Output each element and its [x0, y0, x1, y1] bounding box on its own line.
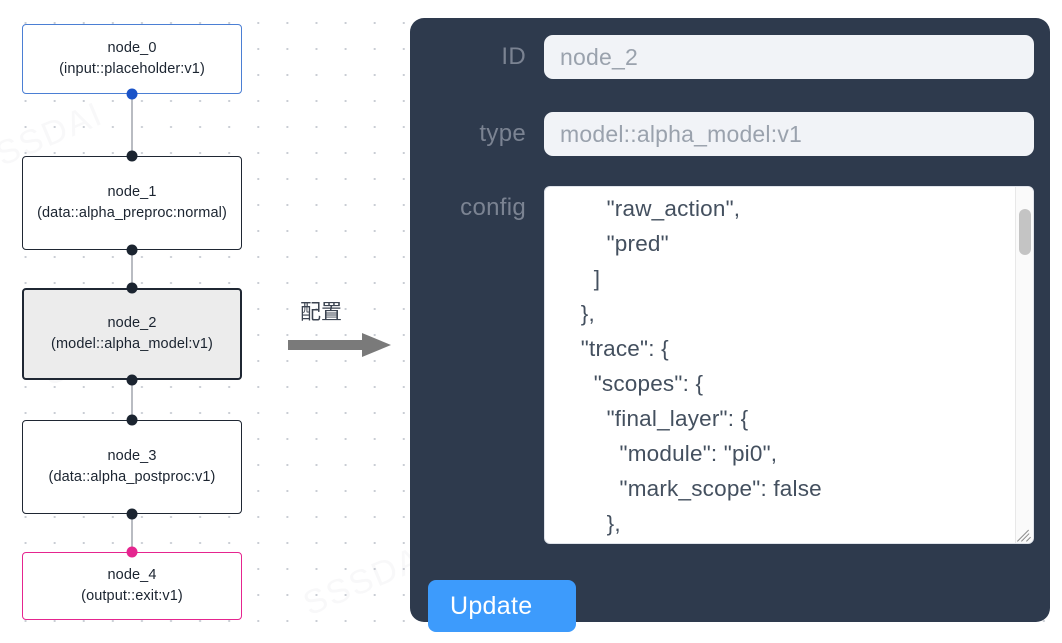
node-label: node_4(output::exit:v1): [81, 567, 183, 604]
edge-node1-node2: [131, 250, 133, 288]
config-textarea[interactable]: "raw_action", "pred" ] }, "trace": { "sc…: [580, 196, 822, 536]
graph-node-node_3[interactable]: node_3(data::alpha_postproc:v1): [22, 420, 242, 514]
port-node_3-bottom[interactable]: [126, 508, 138, 520]
node-label: node_0(input::placeholder:v1): [59, 40, 205, 77]
port-node_2-bottom[interactable]: [126, 374, 138, 386]
config-textarea-wrapper[interactable]: "raw_action", "pred" ] }, "trace": { "sc…: [544, 186, 1034, 544]
port-node_1-top[interactable]: [126, 150, 138, 162]
type-label: type: [479, 120, 526, 147]
node-label: node_1(data::alpha_preproc:normal): [37, 184, 227, 221]
field-row-type: type model::alpha_model:v1: [428, 112, 1034, 156]
edge-node3-node4: [131, 514, 133, 552]
port-node_3-top[interactable]: [126, 414, 138, 426]
type-input[interactable]: model::alpha_model:v1: [544, 112, 1034, 156]
config-scrollbar[interactable]: [1015, 187, 1033, 543]
field-row-id: ID node_2: [428, 35, 1034, 79]
port-node_4-top[interactable]: [126, 546, 138, 558]
resize-handle-icon[interactable]: [1016, 526, 1032, 542]
config-scrollbar-thumb[interactable]: [1019, 209, 1031, 255]
graph-node-node_2[interactable]: node_2(model::alpha_model:v1): [22, 288, 242, 380]
node-config-panel: ID node_2 type model::alpha_model:v1 con…: [410, 18, 1050, 632]
field-row-config: config "raw_action", "pred" ] }, "trace"…: [428, 186, 1034, 544]
update-button[interactable]: Update: [428, 580, 576, 632]
graph-node-node_0[interactable]: node_0(input::placeholder:v1): [22, 24, 242, 94]
port-node_0-bottom[interactable]: [126, 88, 138, 100]
node-label: node_3(data::alpha_postproc:v1): [48, 448, 216, 485]
port-node_1-bottom[interactable]: [126, 244, 138, 256]
annotation-arrow-group: 配置: [288, 296, 398, 358]
annotation-caption: 配置: [300, 300, 342, 324]
port-node_2-top[interactable]: [126, 282, 138, 294]
config-label: config: [460, 194, 526, 221]
graph-node-node_1[interactable]: node_1(data::alpha_preproc:normal): [22, 156, 242, 250]
arrow-right-icon: [288, 333, 391, 357]
edge-node2-node3: [131, 380, 133, 420]
edge-node0-node1: [131, 94, 133, 156]
node-label: node_2(model::alpha_model:v1): [51, 315, 213, 352]
graph-node-node_4[interactable]: node_4(output::exit:v1): [22, 552, 242, 620]
id-input[interactable]: node_2: [544, 35, 1034, 79]
id-label: ID: [501, 43, 526, 70]
